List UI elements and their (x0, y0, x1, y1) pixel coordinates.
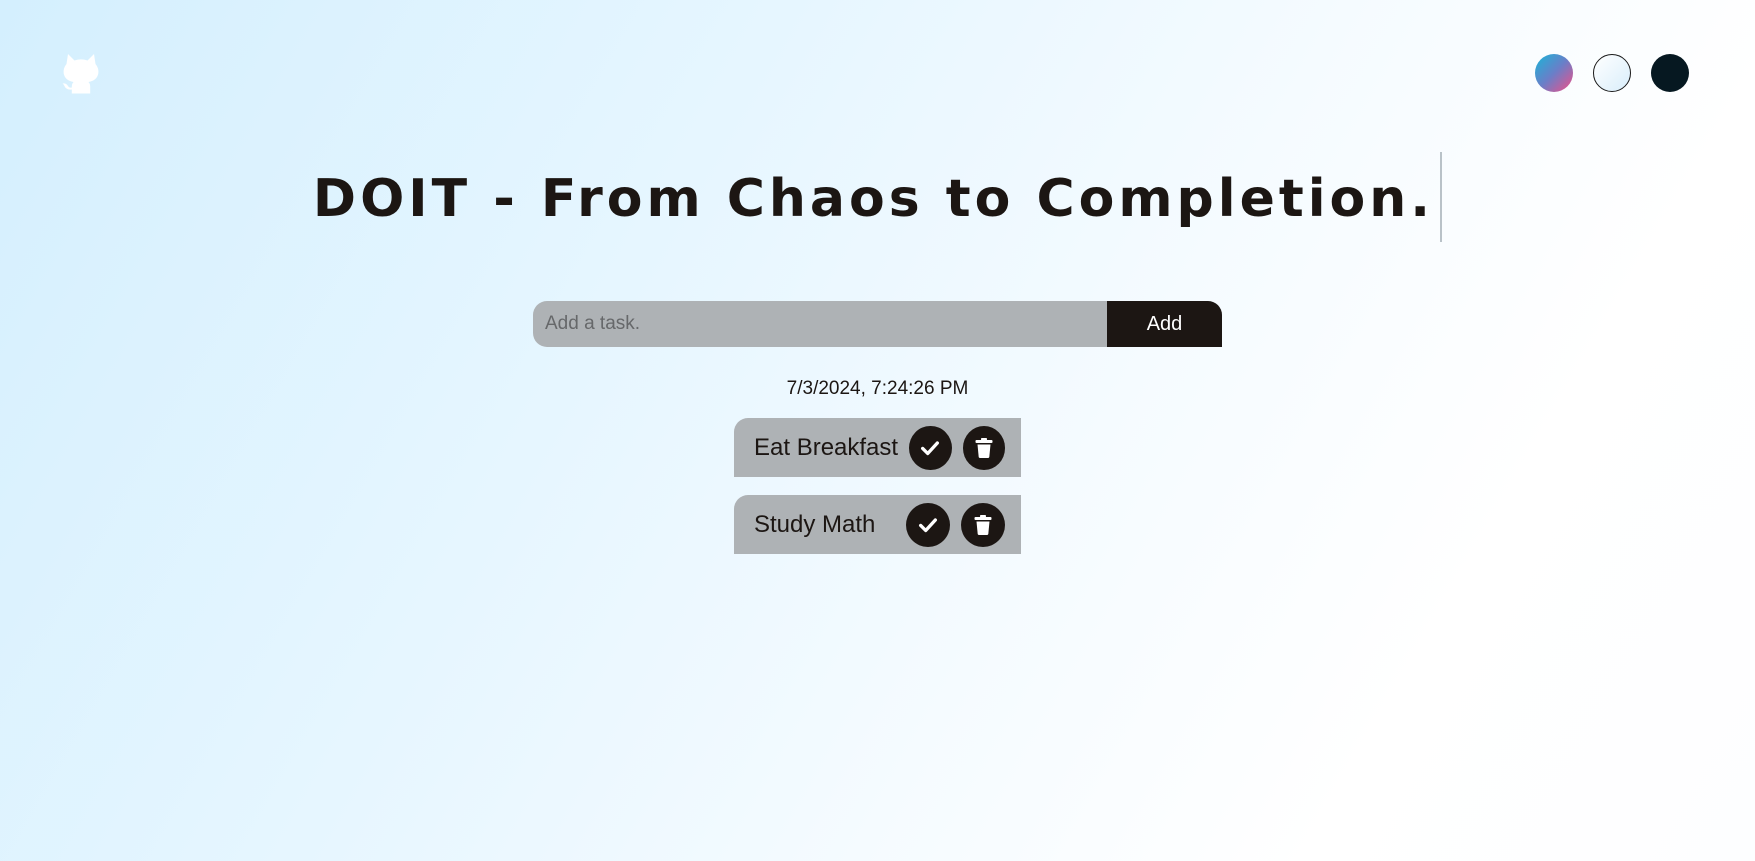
light-theme-button[interactable] (1593, 54, 1631, 92)
current-datetime: 7/3/2024, 7:24:26 PM (786, 378, 969, 399)
heading-container: DOIT - From Chaos to Completion. (0, 152, 1755, 247)
task-list: Eat Breakfast Study Math (734, 418, 1021, 572)
page-title-text: DOIT - From Chaos to Completion. (312, 169, 1435, 229)
check-icon (921, 440, 940, 455)
task-text: Study Math (754, 510, 876, 538)
dark-theme-button[interactable] (1651, 54, 1689, 92)
trash-icon (975, 437, 993, 458)
add-button[interactable]: Add (1107, 301, 1222, 347)
gradient-theme-button[interactable] (1535, 54, 1573, 92)
list-item: Study Math (734, 495, 1021, 554)
check-icon (919, 517, 937, 532)
typing-caret (1440, 152, 1443, 242)
list-item: Eat Breakfast (734, 418, 1021, 477)
github-link[interactable] (62, 52, 100, 94)
page-title: DOIT - From Chaos to Completion. (312, 152, 1443, 247)
trash-icon (974, 514, 992, 535)
github-icon (62, 54, 99, 94)
delete-button[interactable] (962, 425, 1005, 470)
delete-button[interactable] (961, 502, 1005, 547)
task-text: Eat Breakfast (754, 433, 899, 461)
complete-button[interactable] (909, 425, 952, 470)
complete-button[interactable] (906, 502, 950, 547)
task-input[interactable] (533, 301, 1107, 347)
theme-switcher (1535, 54, 1689, 92)
add-task-form: Add (533, 301, 1222, 347)
